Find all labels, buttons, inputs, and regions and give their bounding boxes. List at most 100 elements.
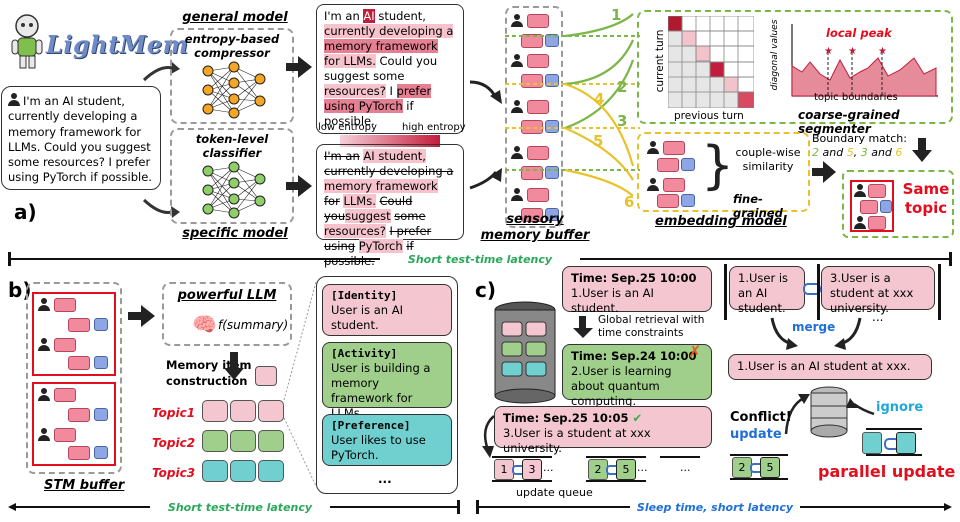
segment-chart-ylabel: diagonal values <box>770 19 780 91</box>
topic-group-2 <box>32 382 116 466</box>
memory-entries-panel <box>316 276 458 494</box>
preference-entry: [Preference] User likes to use PyTorch. <box>322 414 452 466</box>
entropy-text-box: I'm an AI student, currently developing … <box>316 4 464 147</box>
merged-fact: 1.User is an AI student at xxx. <box>728 354 932 380</box>
conflict-label: Conflict! <box>730 410 792 425</box>
embedding-model-label: embedding model <box>655 214 787 229</box>
fact-text: 3.User is a student at xxx university. <box>830 271 914 315</box>
card-text: 3.User is a student at xxx university. <box>503 425 651 455</box>
flow-number-1: 1 <box>611 6 622 24</box>
pair-and: and <box>822 146 844 160</box>
user-query-box: I'm an AI student, currently developing … <box>1 86 161 190</box>
curved-arrow <box>482 415 495 458</box>
stm-buffer-box <box>26 282 122 474</box>
low-entropy-label: low entropy <box>318 122 377 133</box>
entry-text: User likes to use PyTorch. <box>331 433 426 463</box>
heatmap-grid <box>668 16 754 108</box>
section-label-b: b) <box>8 278 32 302</box>
memory-chip-icon <box>657 194 679 208</box>
flow-number-2: 2 <box>617 78 628 96</box>
down-arrow-icon <box>573 328 593 338</box>
user-icon <box>511 14 523 28</box>
memory-chip-icon <box>527 54 549 68</box>
brain-head-icon: 🧠 <box>192 312 217 336</box>
robot-icon <box>545 34 559 47</box>
pair-3: 3 <box>860 146 868 160</box>
general-model-box: entropy-based compressor <box>170 28 294 124</box>
up-arrows <box>784 394 875 435</box>
update-label: update <box>730 427 782 442</box>
heatmap-xlabel: previous turn <box>674 110 744 122</box>
sensory-buffer-box <box>505 6 563 228</box>
card-time: Time: Sep.25 10:00 <box>571 271 697 285</box>
parallel-update-label: parallel update <box>818 462 956 481</box>
topic-group-1 <box>32 292 116 376</box>
arrow-right-icon <box>298 56 312 78</box>
memory-chip-icon <box>521 34 543 48</box>
section-label-c: c) <box>475 278 496 302</box>
user-icon <box>511 188 523 202</box>
svg-text:★: ★ <box>878 46 887 57</box>
topic3-label: Topic3 <box>152 466 196 480</box>
memory-chip-icon <box>527 188 549 202</box>
activity-entry: [Activity] User is building a memory fra… <box>322 342 452 420</box>
query-arrows <box>142 62 180 218</box>
topic-boundaries-label: topic boundaries <box>814 92 898 103</box>
memory-chip-icon <box>527 100 549 114</box>
arrow-shaft <box>286 63 300 71</box>
segmenter-box <box>637 10 953 124</box>
flow-lines <box>505 13 640 197</box>
entry-text: User is an AI student. <box>331 303 403 333</box>
memory-card-1: Time: Sep.25 10:00 1.User is an AI stude… <box>562 266 712 315</box>
link-icon <box>803 283 821 295</box>
retrieval-label: Global retrieval with time constraints <box>598 314 705 340</box>
down-arrow-icon <box>579 316 586 330</box>
pair-5: 5 <box>846 146 854 160</box>
queue-ellipsis: ... <box>680 461 691 474</box>
zoom-lines <box>283 281 317 487</box>
flow-number-4: 4 <box>594 90 605 108</box>
topic1-label: Topic1 <box>152 406 196 420</box>
robot-icon <box>681 194 695 207</box>
couple-similarity-label: couple-wise similarity <box>735 146 801 173</box>
merged-text: 1.User is an AI student at xxx. <box>737 359 911 373</box>
same-topic-box: Same topic <box>842 170 954 238</box>
pair-cell <box>862 432 882 454</box>
fine-grained-box: } couple-wise similarity fine-grained <box>637 132 810 220</box>
segment-chart: ★★★ <box>791 24 938 97</box>
neural-network-icon <box>202 61 266 119</box>
entropy-gradient-bar <box>340 134 440 147</box>
entry-tag: [Identity] <box>331 289 398 302</box>
storage-cylinder-icon <box>810 386 848 438</box>
card-time: Time: Sep.24 10:00 <box>571 349 697 363</box>
same-topic-group <box>850 180 894 232</box>
memory-chip-icon <box>521 208 543 222</box>
topic-cell <box>230 400 256 422</box>
card-time: Time: Sep.25 10:05 <box>503 411 629 425</box>
local-peak-label: local peak <box>826 26 892 40</box>
specific-model-title: specific model <box>182 226 288 241</box>
queue-item: 1 <box>494 459 514 480</box>
robot-icon <box>681 158 695 171</box>
segmenter-title: coarse-grained segmenter <box>798 108 900 136</box>
down-arrow-icon <box>918 138 926 150</box>
f-summary-label: f(summary) <box>218 318 289 332</box>
queue-item: 5 <box>616 459 636 480</box>
topic-cell <box>202 400 228 422</box>
latency-label-c: Sleep time, short latency <box>630 501 800 514</box>
specific-model-desc: token-level classifier <box>195 132 269 160</box>
topic-cell <box>202 430 228 452</box>
arrow-right-icon <box>823 161 836 183</box>
memory-chip-icon <box>663 178 685 192</box>
token-text-box: I'm an AI student, currently developing … <box>316 144 464 268</box>
pair-6: 6 <box>895 146 903 160</box>
user-icon <box>511 54 523 68</box>
flow-number-6: 6 <box>624 193 635 211</box>
arrow-right-icon <box>298 175 312 197</box>
memory-chip-icon <box>527 146 549 160</box>
brace: } <box>701 136 735 196</box>
fact-text: 1.User is an AI student. <box>738 271 789 315</box>
memory-chip-icon <box>663 141 685 155</box>
user-icon <box>647 178 659 192</box>
card-text: 1.User is an AI student. <box>571 285 654 315</box>
